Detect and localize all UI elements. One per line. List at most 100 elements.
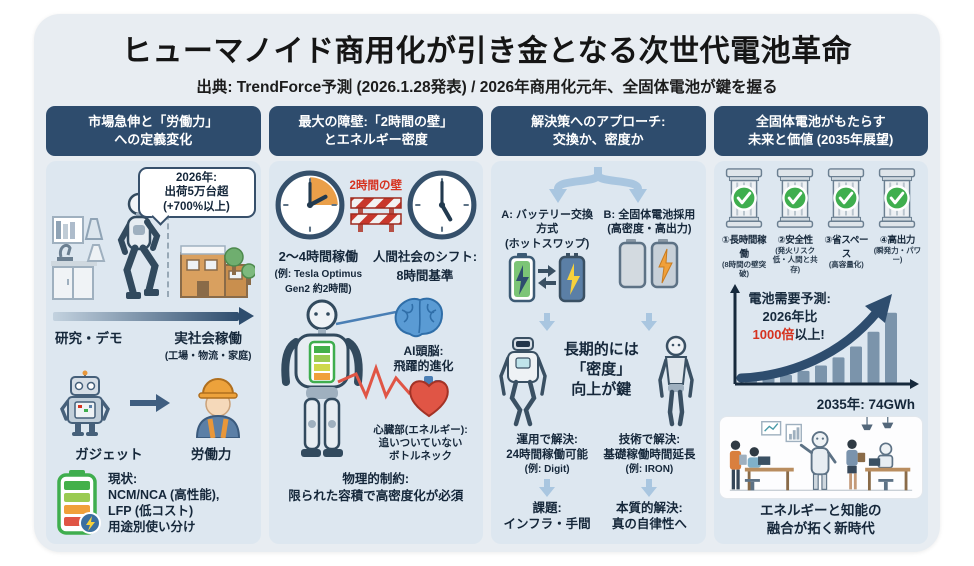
down-arrow-icon (641, 312, 658, 331)
option-a-swap: A: バッテリー交換方式 (ホットスワップ) (496, 208, 598, 310)
physical-constraint-text: 物理的制約: 限られた容積で高密度化が必須 (274, 471, 479, 505)
bubble-year: 2026年: (176, 172, 217, 184)
panel-barrier-header-line2: とエネルギー密度 (323, 132, 428, 147)
option-a-line1: A: バッテリー交換方式 (501, 209, 593, 236)
solution-b-text: 技術で解決: 基礎稼働時間延長 (例: IRON) (598, 433, 700, 476)
solution-a-text: 運用で解決: 24時間稼働可能 (例: Digit) (496, 433, 598, 476)
final-a-text: 課題: インフラ・手間 (496, 500, 598, 533)
panel-solutions-body: A: バッテリー交換方式 (ホットスワップ) (491, 161, 706, 544)
branching-arrows-icon (549, 167, 648, 203)
solution-b-1: 技術で解決: (618, 433, 681, 446)
panel-solutions: 解決策へのアプローチ: 交換か、密度か A: バッテリー交換方式 (ホットスワッ… (491, 106, 706, 544)
down-arrow-icon (539, 478, 556, 497)
two-hour-wall-illustration: 2時間の壁 (274, 167, 479, 243)
label-ai-brain-2: 飛躍的進化 (393, 359, 454, 373)
density-key-1: 長期的には (563, 340, 639, 358)
solid-state-battery-icon (619, 238, 679, 288)
columns-container: 市場急伸と「労働力」 への定義変化 (34, 106, 940, 544)
panel-solutions-header: 解決策へのアプローチ: 交換か、密度か (491, 106, 706, 156)
bubble-volume: 出荷5万台超 (164, 186, 229, 199)
forecast-1000x: 1000倍 (752, 326, 795, 342)
panel-market-header-line1: 市場急伸と「労働力」 (88, 114, 219, 130)
panel-solutions-header-line1: 解決策へのアプローチ: (531, 114, 666, 130)
option-b-line1: B: 全固体電池採用 (603, 209, 696, 221)
density-key-2: 「密度」 (571, 361, 632, 379)
clock-2-4h-icon (275, 170, 344, 240)
pillar-check-icon (828, 168, 865, 228)
robot-anatomy-illustration: AI頭脳: 飛躍的進化 心臓部(エネルギー): 追いついていない ボトルネック (274, 297, 479, 468)
label-tesla-example-2: Gen2 約2時間) (284, 284, 352, 295)
panel-market-header: 市場急伸と「労働力」 への定義変化 (46, 106, 261, 156)
label-heart-2: 追いついていない (378, 437, 463, 450)
humanoid-robot-icon (280, 299, 363, 457)
shipment-forecast-bubble: 2026年: 出荷5万台超 (+700%以上) (137, 167, 256, 219)
density-key-text: 長期的には 「密度」 向上が鍵 (564, 334, 639, 401)
pillar-label-2: ②安全性 (発火リスク低・人間と共存) (770, 232, 821, 279)
research-to-society-arrow (51, 307, 256, 326)
status-line3: LFP (低コスト) (108, 504, 194, 518)
density-key-3: 向上が鍵 (571, 381, 632, 399)
battery-mix-icon (57, 470, 101, 535)
bubble-growth: (+700%以上) (163, 200, 230, 213)
forecast-text-2: 2026年比 (762, 308, 818, 324)
down-arrow-icon (641, 478, 658, 497)
gadget-to-labor-illustration (51, 365, 256, 440)
iron-robot-icon (658, 335, 695, 427)
panel-market-header-line2: への定義変化 (114, 132, 193, 147)
option-b-line2: (高密度・高出力) (607, 223, 692, 236)
constraint-line2: 限られた容積で高密度化が必須 (288, 488, 464, 503)
closing-caption-2: 融合が拓く新時代 (766, 520, 875, 536)
forecast-tail: 以上! (794, 326, 825, 342)
arrow-head (238, 307, 254, 326)
label-labor: 労働力 (190, 447, 232, 462)
pillar-4-title: ④高出力 (879, 235, 916, 246)
pillar-2-sub: (発火リスク低・人間と共存) (772, 246, 818, 274)
label-heart-energy: 心臓部(エネルギー): 追いついていない ボトルネック (366, 424, 476, 463)
chart-axis-label-2035: 2035年: 74GWh (816, 396, 915, 412)
label-human-shift-2: 8時間基準 (396, 269, 454, 283)
pillar-label-3: ③省スペース (高容量化) (821, 232, 872, 279)
growth-curve-arrow (736, 307, 881, 383)
page-title: ヒューマノイド商用化が引き金となる次世代電池革命 (121, 35, 853, 68)
pillar-4-sub: (瞬発力・パワー) (873, 246, 922, 265)
pillar-3-title: ③省スペース (824, 235, 869, 260)
pillar-1-title: ①長時間稼働 (721, 235, 767, 260)
subtitle-source: 出典: TrendForce予測 (2026.1.28発表) / 2026年商用… (196, 79, 778, 96)
panel-market-body: 2026年: 出荷5万台超 (+700%以上) 研究・デモ 実社会稼働 (工場・… (46, 161, 261, 544)
status-line4: 用途別使い分け (108, 520, 196, 535)
final-a-2: インフラ・手間 (503, 517, 591, 532)
panel-market-shift: 市場急伸と「労働力」 への定義変化 (46, 106, 261, 544)
panel-barrier-header-line1: 最大の障壁:「2時間の壁」 (298, 114, 454, 130)
panel-barrier: 最大の障壁:「2時間の壁」 とエネルギー密度 (268, 106, 483, 544)
panel-future-value: 全固体電池がもたらす 未来と価値 (2035年展望) (713, 106, 928, 544)
solution-a-2: 24時間稼働可能 (506, 448, 589, 461)
label-gadget: ガジェット (75, 447, 143, 462)
building-icon (179, 245, 255, 299)
battery-status-text: 現状: NCM/NCA (高性能), LFP (低コスト) 用途別使い分け (108, 471, 219, 536)
clock-8h-icon (407, 170, 477, 240)
pillar-label-1: ①長時間稼働 (8時間の壁突破) (719, 232, 770, 279)
closing-caption-1: エネルギーと知能の (760, 502, 882, 518)
constraint-line1: 物理的制約: (342, 472, 410, 486)
final-b-1: 本質的解決: (616, 500, 683, 515)
two-hour-wall-label: 2時間の壁 (349, 179, 402, 192)
phase-divider-dashed-line (167, 175, 169, 298)
label-research-demo: 研究・デモ (55, 331, 123, 347)
pillar-check-icon (879, 168, 916, 228)
label-2-4h-title: 2〜4時間稼働 (278, 249, 359, 264)
label-real-world-block: 実社会稼働 (工場・物流・家庭) (165, 327, 252, 362)
down-arrow-icon (539, 312, 556, 331)
solution-a-1: 運用で解決: (516, 433, 578, 446)
status-line2: NCM/NCA (高性能), (108, 487, 220, 502)
digit-robot-icon (499, 336, 547, 427)
label-ai-brain-1: AI頭脳: (403, 344, 444, 358)
connector-lines (335, 310, 411, 400)
panel-solutions-header-line2: 交換か、密度か (552, 132, 644, 147)
panel-future-body: ①長時間稼働 (8時間の壁突破) ②安全性 (発火リスク低・人間と共存) ③省ス… (713, 161, 928, 544)
current-battery-status: 現状: NCM/NCA (高性能), LFP (低コスト) 用途別使い分け (51, 466, 256, 538)
panel-future-header: 全固体電池がもたらす 未来と価値 (2035年展望) (713, 106, 928, 156)
arrow-shaft (53, 311, 239, 321)
forecast-text-1: 電池需要予測: (748, 290, 831, 306)
pillar-1-sub: (8時間の壁突破) (721, 260, 767, 279)
worker-icon (196, 377, 241, 438)
